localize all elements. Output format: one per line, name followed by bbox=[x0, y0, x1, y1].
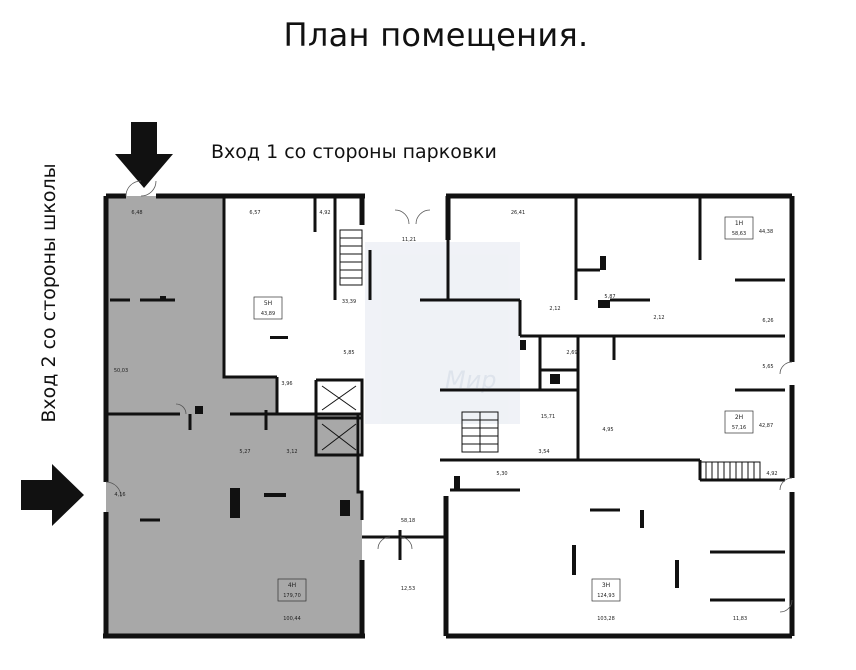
door-swings bbox=[105, 180, 793, 613]
entrance-1-label: Вход 1 со стороны парковки bbox=[211, 141, 497, 163]
unit-label-box bbox=[591, 578, 621, 602]
entrance-2-arrow-icon bbox=[21, 464, 84, 526]
room-area-label: 15,71 bbox=[541, 414, 555, 420]
stairs-left bbox=[339, 229, 363, 286]
unit-label-box bbox=[277, 578, 307, 602]
room-area-label: 50,03 bbox=[114, 368, 128, 374]
interior-walls bbox=[106, 196, 785, 602]
unit-area: 43,89 bbox=[261, 311, 275, 317]
entrance-1-arrow-icon bbox=[115, 122, 173, 188]
unit-number: 1Н bbox=[735, 220, 743, 227]
room-area-label: 44,38 bbox=[759, 229, 773, 235]
room-area-label: 4,92 bbox=[319, 210, 330, 216]
room-area-label: 6,26 bbox=[762, 318, 773, 324]
room-area-label: 5,65 bbox=[762, 364, 773, 370]
page-title: План помещения. bbox=[283, 16, 589, 54]
unit-label-box bbox=[724, 216, 754, 240]
room-area-label: 33,39 bbox=[342, 299, 356, 305]
unit-number: 2Н bbox=[735, 414, 743, 421]
unit-number: 4Н bbox=[288, 582, 296, 589]
unit-label-box bbox=[253, 296, 283, 320]
room-labels: 6,48 6,57 4,92 11,21 26,41 1Н 58,63 44,38 5Н 43,8… bbox=[114, 210, 778, 622]
room-area-label: 4,95 bbox=[602, 427, 613, 433]
room-area-label: 4,92 bbox=[766, 471, 777, 477]
stairs-center bbox=[461, 411, 499, 453]
watermark: Мир bbox=[365, 242, 520, 424]
room-area-label: 5,27 bbox=[239, 449, 250, 455]
unit-number: 5Н bbox=[264, 300, 272, 307]
unit-area: 57,16 bbox=[732, 425, 746, 431]
unit-4n-highlight bbox=[106, 196, 362, 636]
room-area-label: 5,85 bbox=[343, 350, 354, 356]
room-area-label: 2,12 bbox=[653, 315, 664, 321]
room-area-label: 11,21 bbox=[402, 237, 416, 243]
room-area-label: 26,41 bbox=[511, 210, 525, 216]
room-area-label: 3,12 bbox=[286, 449, 297, 455]
unit-area: 124,93 bbox=[597, 593, 615, 599]
room-area-label: 11,83 bbox=[733, 616, 747, 622]
columns bbox=[160, 256, 679, 588]
room-area-label: 6,48 bbox=[131, 210, 142, 216]
room-area-label: 2,12 bbox=[549, 306, 560, 312]
room-area-label: 3,54 bbox=[538, 449, 549, 455]
room-area-label: 42,87 bbox=[759, 423, 773, 429]
unit-label-box bbox=[724, 410, 754, 434]
room-area-label: 5,87 bbox=[604, 294, 615, 300]
room-area-label: 3,96 bbox=[281, 381, 292, 387]
room-area-label: 2,69 bbox=[566, 350, 577, 356]
elevator-shafts bbox=[321, 385, 357, 451]
room-area-label: 12,53 bbox=[401, 586, 415, 592]
room-area-label: 103,28 bbox=[597, 616, 615, 622]
unit-number: 3Н bbox=[602, 582, 610, 589]
room-area-label: 100,44 bbox=[283, 616, 301, 622]
stairs-right bbox=[699, 461, 761, 481]
outer-walls bbox=[103, 193, 795, 639]
unit-area: 179,70 bbox=[283, 593, 301, 599]
room-area-label: 58,18 bbox=[401, 518, 415, 524]
room-area-label: 4,16 bbox=[114, 492, 125, 498]
room-area-label: 6,57 bbox=[249, 210, 260, 216]
room-area-label: 5,30 bbox=[496, 471, 507, 477]
unit-area: 58,63 bbox=[732, 231, 746, 237]
